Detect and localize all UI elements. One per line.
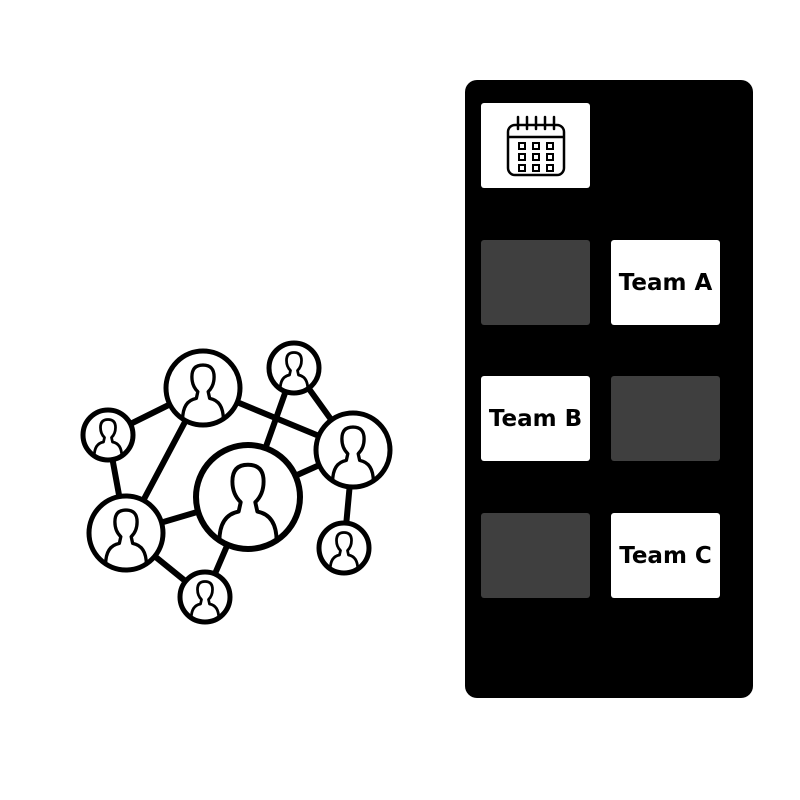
calendar-icon (506, 115, 565, 176)
network-node (193, 442, 303, 552)
schedule-panel: Team A Team B Team C (465, 80, 753, 698)
network-node (316, 520, 372, 576)
team-c-label: Team C (619, 542, 712, 569)
people-network-icon (80, 340, 393, 625)
empty-slot[interactable] (481, 240, 590, 325)
network-node (266, 340, 322, 396)
empty-slot[interactable] (611, 376, 720, 461)
calendar-cell[interactable] (481, 103, 590, 188)
team-c-cell[interactable]: Team C (611, 513, 720, 598)
team-a-label: Team A (618, 269, 713, 296)
team-a-cell[interactable]: Team A (611, 240, 720, 325)
network-node (313, 410, 393, 490)
team-b-label: Team B (488, 405, 583, 432)
network-node (86, 493, 166, 573)
network-node (80, 407, 136, 463)
team-b-cell[interactable]: Team B (481, 376, 590, 461)
network-node (163, 348, 243, 428)
empty-slot[interactable] (481, 513, 590, 598)
network-node (177, 569, 233, 625)
